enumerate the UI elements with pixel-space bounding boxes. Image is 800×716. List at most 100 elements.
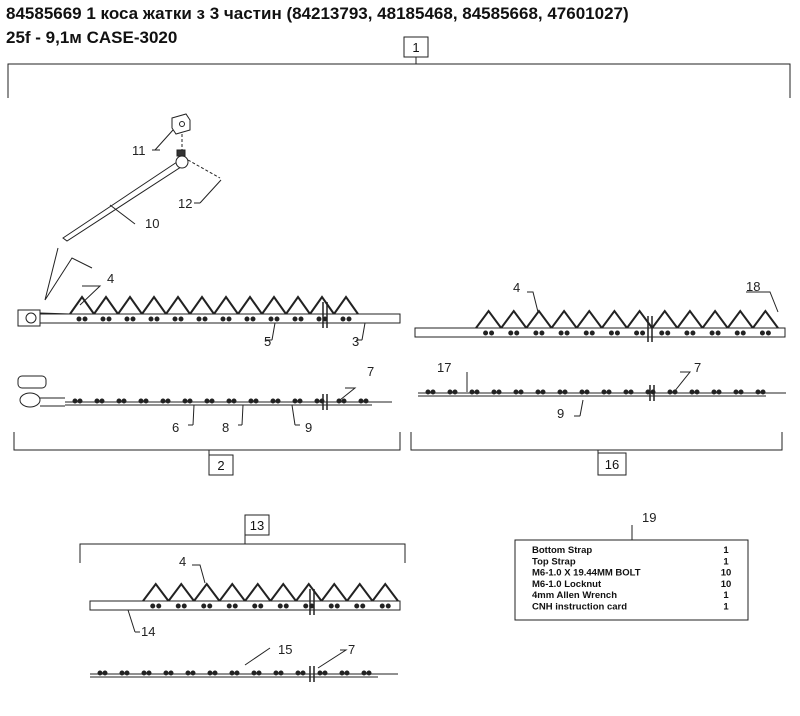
rivet (583, 330, 589, 336)
bolt (99, 398, 105, 404)
bolt (344, 670, 350, 676)
rivet (539, 330, 545, 336)
knife-section-blade (213, 295, 239, 315)
bolt (513, 389, 519, 395)
knife-section-blade (93, 295, 119, 315)
knife-section-blade (261, 295, 287, 315)
bolt (689, 389, 695, 395)
rivet (564, 330, 570, 336)
bolt (562, 389, 568, 395)
bolt (317, 670, 323, 676)
rivet (172, 316, 178, 322)
bolt (584, 389, 590, 395)
kit-item-qty: 1 (723, 556, 729, 567)
callout-7-left: 7 (367, 364, 374, 379)
rivet (232, 603, 238, 609)
callout-4-center: 4 (179, 554, 186, 569)
bolt (518, 389, 524, 395)
break-line (309, 666, 315, 682)
rivet (283, 603, 289, 609)
knife-section-blade (295, 582, 323, 602)
bolt (733, 389, 739, 395)
knife-section-blade (651, 309, 679, 329)
rivet (508, 330, 514, 336)
rivet (483, 330, 489, 336)
rivet (175, 603, 181, 609)
rivet (207, 603, 213, 609)
bolt (138, 398, 144, 404)
bolt (270, 398, 276, 404)
rivet (303, 603, 309, 609)
kit-item-name: 4mm Allen Wrench (532, 590, 617, 601)
bolt (358, 398, 364, 404)
knife-section-blade (475, 309, 502, 329)
rivet (558, 330, 564, 336)
rivet (715, 330, 721, 336)
rivet (124, 316, 130, 322)
rivet (292, 316, 298, 322)
left-knife-strap-view (17, 375, 392, 426)
bolt (295, 670, 301, 676)
rivet (154, 316, 160, 322)
rivet (589, 330, 595, 336)
callout-7-right: 7 (694, 360, 701, 375)
bolt (226, 398, 232, 404)
rivet (533, 330, 539, 336)
bolt (168, 670, 174, 676)
bolt (275, 398, 281, 404)
rivet (489, 330, 495, 336)
rivet (665, 330, 671, 336)
knife-section-blade (167, 582, 195, 602)
knife-section-blade (237, 295, 263, 315)
callout-14: 14 (141, 624, 155, 639)
callout-4-left: 4 (107, 271, 114, 286)
knife-section-blade (500, 309, 528, 329)
bolt (160, 398, 166, 404)
bolt (121, 398, 127, 404)
knife-section-blade (550, 309, 578, 329)
bolt (185, 670, 191, 676)
rivet (640, 330, 646, 336)
knife-section-blade (752, 309, 779, 329)
knife-back-bar (414, 327, 786, 338)
rivet (514, 330, 520, 336)
rivet (346, 316, 352, 322)
kit-item-name: CNH instruction card (532, 602, 627, 613)
rivet (379, 603, 385, 609)
bolt (425, 389, 431, 395)
bolt (124, 670, 130, 676)
bolt (447, 389, 453, 395)
rivet (385, 603, 391, 609)
knife-section-blade (309, 295, 335, 315)
assembly-2-bracket: 2 (13, 432, 401, 476)
bolt (234, 670, 240, 676)
rivet (765, 330, 771, 336)
bolt (119, 670, 125, 676)
bolt (667, 389, 673, 395)
rivet (268, 316, 274, 322)
callout-4-right: 4 (513, 280, 520, 295)
rivet (196, 316, 202, 322)
knife-section-blade (676, 309, 704, 329)
bolt (760, 389, 766, 395)
callout-3: 3 (352, 334, 359, 349)
rivet (328, 603, 334, 609)
left-knife-section (17, 285, 401, 341)
knife-section-blade (601, 309, 628, 329)
rivet (156, 603, 162, 609)
rivet (340, 316, 346, 322)
callout-11: 11 (132, 143, 146, 158)
rivet (354, 603, 360, 609)
bolt (102, 670, 108, 676)
kit-item-qty: 1 (723, 545, 729, 556)
bolt (694, 389, 700, 395)
bolt (361, 670, 367, 676)
rivet (76, 316, 82, 322)
bolt (341, 398, 347, 404)
bolt (601, 389, 607, 395)
callout-10: 10 (145, 216, 159, 231)
knife-section-blade (285, 295, 311, 315)
knife-section-blade (525, 309, 553, 329)
